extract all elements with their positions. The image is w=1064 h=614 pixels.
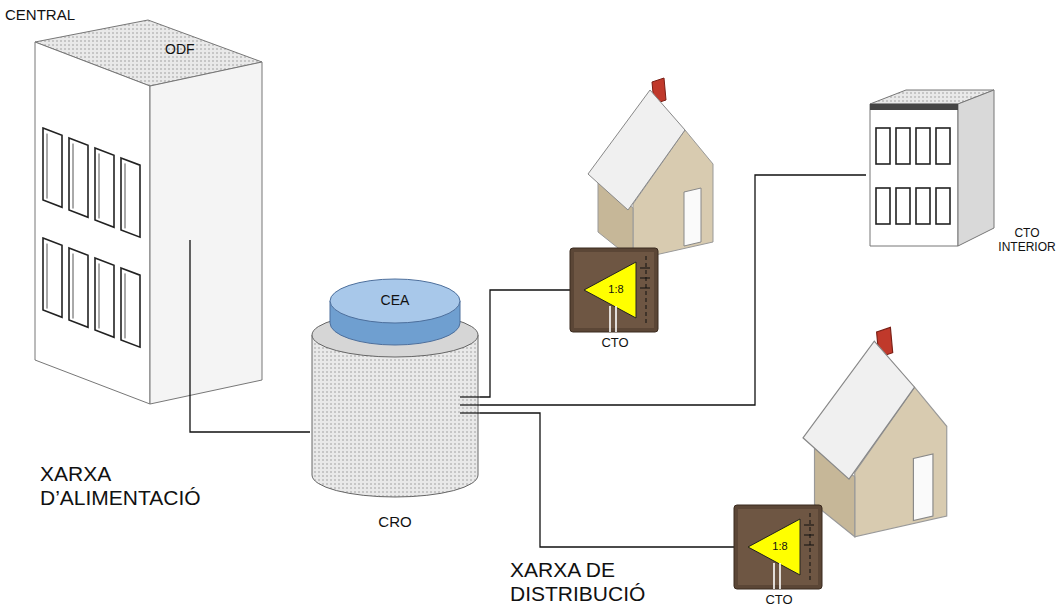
cto-dashed-edge [810, 513, 811, 581]
window-frame [125, 273, 126, 338]
cto-port [640, 288, 650, 289]
network-label: XARXA D’ALIMENTACIÓ [40, 462, 230, 510]
street-cabinet: CRO CEA [310, 275, 480, 545]
window-frame [73, 144, 74, 209]
house-door [913, 454, 933, 521]
window-frame [99, 263, 100, 328]
drop-fiber [779, 563, 781, 589]
building-window [95, 148, 114, 227]
cto-port [804, 535, 814, 536]
cto-panel [574, 252, 654, 328]
fiber-line [480, 290, 570, 397]
drop-fiber [609, 306, 611, 332]
house [588, 78, 713, 260]
drop-fiber [773, 563, 775, 589]
cto-frame [734, 505, 822, 589]
building-side [150, 62, 262, 404]
building-window [121, 268, 140, 347]
fiber-line [480, 413, 734, 547]
termination-box: 1:8CTO [570, 248, 660, 352]
building-front [35, 42, 150, 404]
building-window [916, 128, 930, 164]
building-window [43, 238, 62, 317]
window-frame [73, 254, 74, 319]
building-window [936, 128, 950, 164]
cto-port [640, 278, 650, 279]
building-window [936, 188, 950, 224]
cto-label: CTO INTERIOR [996, 226, 1058, 255]
window-frame [47, 244, 48, 309]
building-window [95, 258, 114, 337]
building-window [896, 128, 910, 164]
cabinet-body [312, 335, 478, 497]
fiber-line [480, 175, 866, 405]
cto-label: CTO [570, 335, 660, 351]
fiber-wire [189, 240, 190, 420]
drop-fiber [615, 306, 617, 332]
building-window [916, 188, 930, 224]
split-ratio: 1:8 [764, 540, 796, 553]
odf-label: ODF [165, 41, 205, 58]
central-office-shape [0, 0, 270, 420]
cabinet-label: CRO [310, 513, 480, 531]
building-side [958, 90, 994, 246]
cto-panel [738, 509, 818, 585]
house-roof [803, 341, 915, 479]
cto-dashed-edge [646, 256, 647, 324]
apartment-building: CTO INTERIOR [866, 88, 1060, 278]
building-window [896, 188, 910, 224]
window-frame [47, 134, 48, 199]
splice-box: CEA [328, 275, 462, 353]
house-door [684, 188, 701, 246]
building-window [876, 188, 890, 224]
window-frame [125, 163, 126, 228]
window-frame [99, 153, 100, 218]
cto-port [804, 545, 814, 546]
fiber-line [190, 420, 310, 432]
roof-band [870, 104, 958, 110]
cto-label: CTO [734, 592, 824, 608]
network-label: XARXA DE DISTRIBUCIÓ [510, 558, 665, 606]
building-window [121, 158, 140, 237]
fiber-port [460, 404, 480, 405]
splice-label: CEA [328, 292, 462, 309]
building-window [43, 128, 62, 207]
building-window [69, 248, 88, 327]
termination-box: 1:8CTO [734, 505, 824, 609]
split-ratio: 1:8 [600, 283, 632, 296]
house-roof [588, 90, 685, 210]
building-window [69, 138, 88, 217]
cto-port [804, 525, 814, 526]
building-window [876, 128, 890, 164]
cto-frame [570, 248, 658, 332]
cto-port [640, 268, 650, 269]
fiber-port [460, 412, 480, 413]
building-heading: CENTRAL [5, 6, 95, 24]
central-office: CENTRAL ODF [0, 0, 270, 420]
building-front [870, 104, 958, 246]
splice-box-shape [328, 275, 462, 353]
fiber-port [460, 396, 480, 397]
house [803, 327, 947, 536]
